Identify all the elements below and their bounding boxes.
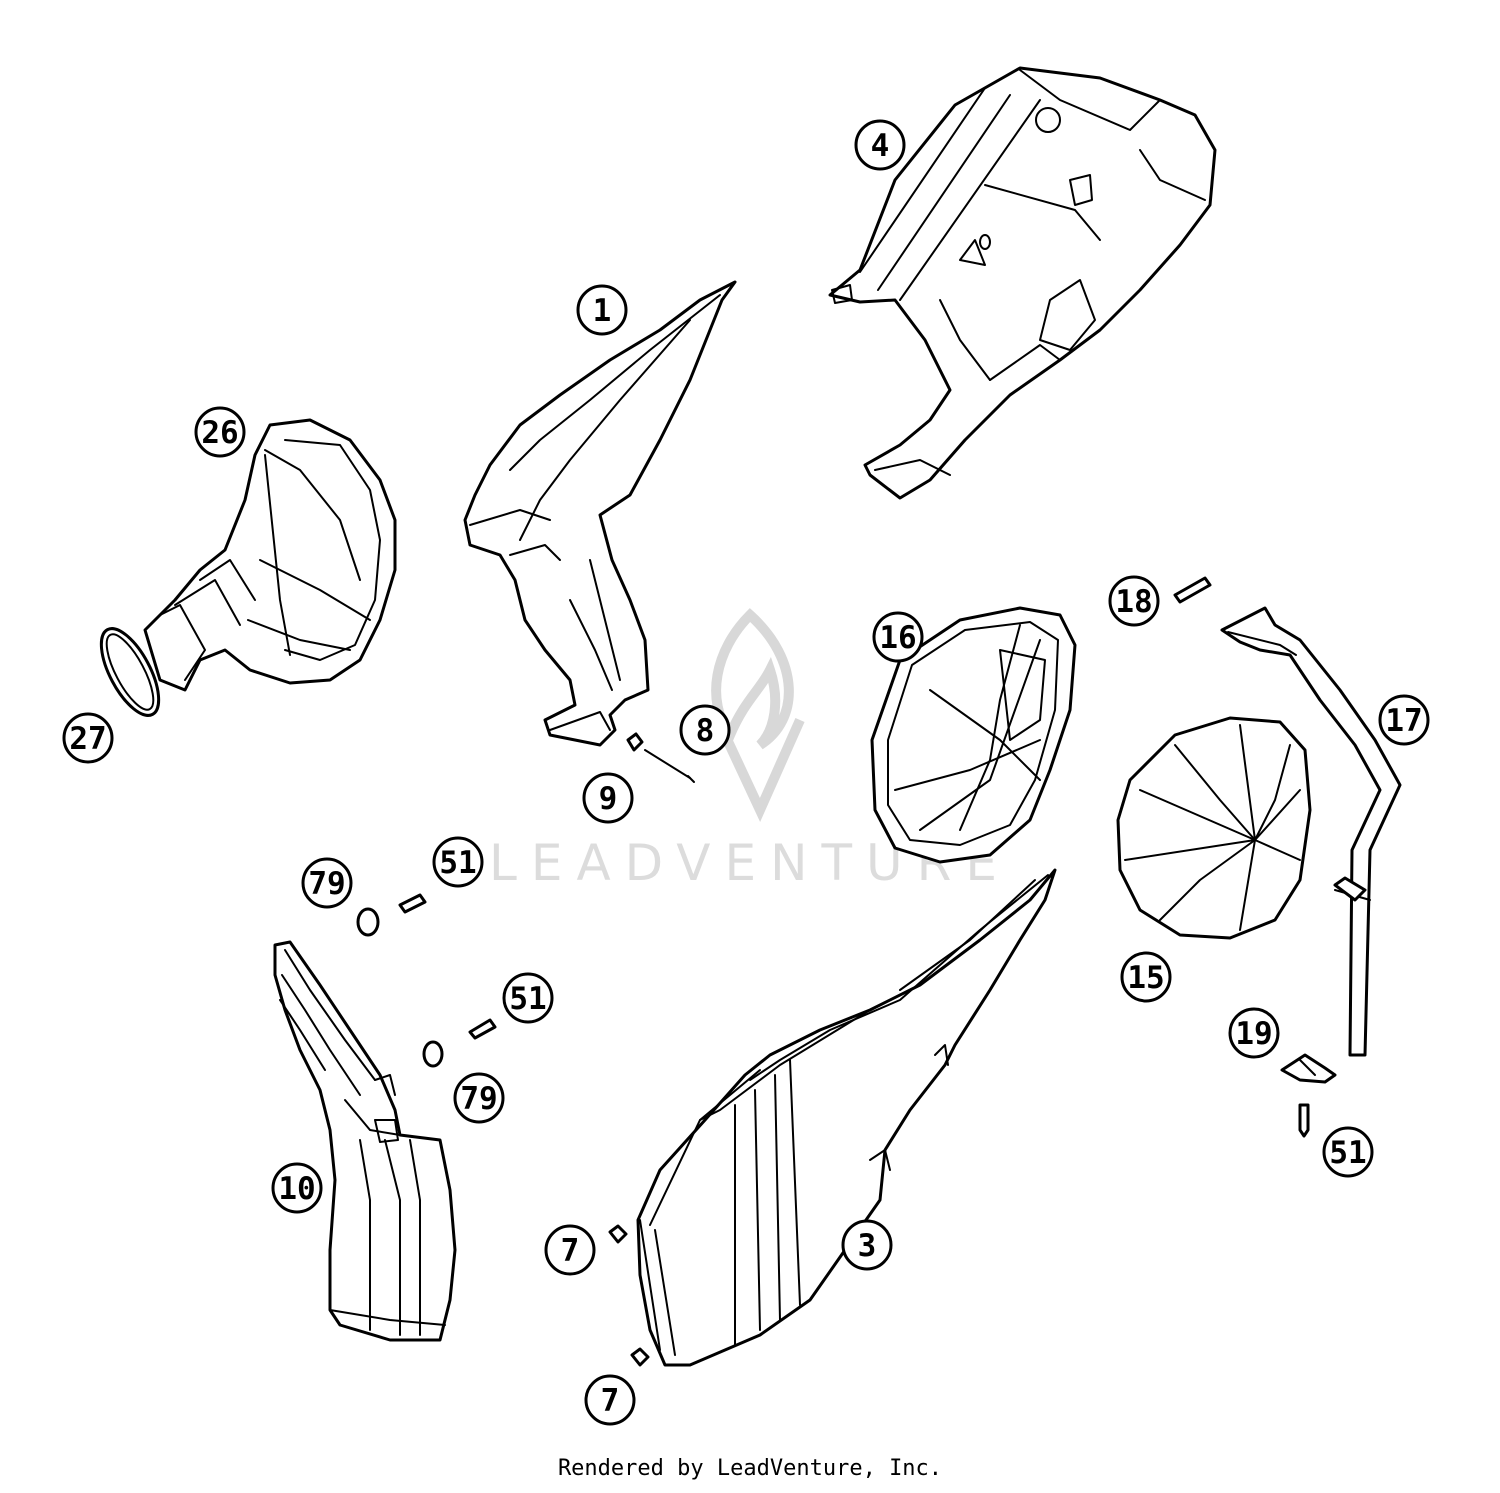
callout-label: 4	[871, 128, 890, 164]
callout-circle	[271, 1162, 323, 1214]
callout-circle	[1120, 951, 1172, 1003]
callout-c27: 27	[62, 712, 114, 764]
callout-c51a: 51	[432, 836, 484, 888]
callout-circle	[194, 406, 246, 458]
part-1-side-panel	[463, 280, 737, 747]
callout-c8: 8	[679, 704, 731, 756]
callout-c10: 10	[271, 1162, 323, 1214]
callout-label: 10	[278, 1171, 315, 1207]
callout-c1: 1	[576, 284, 628, 336]
callout-c7b: 7	[584, 1374, 636, 1426]
callout-label: 17	[1385, 703, 1422, 739]
callout-circle	[301, 857, 353, 909]
part-8-bolt	[644, 749, 695, 783]
callout-c26: 26	[194, 406, 246, 458]
callout-circle	[62, 712, 114, 764]
callout-c3: 3	[841, 1219, 893, 1271]
callout-c18: 18	[1108, 575, 1160, 627]
callout-c16: 16	[872, 611, 924, 663]
callout-circle	[1228, 1007, 1280, 1059]
callout-c17: 17	[1378, 694, 1430, 746]
callout-circle	[1108, 575, 1160, 627]
callout-label: 51	[1329, 1135, 1366, 1171]
part-79-washer-lower	[422, 1040, 444, 1068]
part-3-side-cover	[636, 868, 1057, 1367]
callout-c9: 9	[582, 772, 634, 824]
callout-label: 27	[69, 721, 106, 757]
callout-label: 7	[561, 1233, 580, 1269]
callout-c19: 19	[1228, 1007, 1280, 1059]
callout-label: 79	[308, 866, 345, 902]
part-10-radiator-shroud	[273, 940, 457, 1342]
callout-circle	[432, 836, 484, 888]
callout-c4: 4	[854, 119, 906, 171]
callout-c51c: 51	[1322, 1126, 1374, 1178]
part-4-shroud	[828, 66, 1217, 500]
callout-circle	[1378, 694, 1430, 746]
part-27-clamp	[99, 627, 161, 717]
callout-circle	[544, 1224, 596, 1276]
callout-circle	[841, 1219, 893, 1271]
callout-circle	[502, 972, 554, 1024]
callout-label: 7	[601, 1383, 620, 1419]
callout-c7a: 7	[544, 1224, 596, 1276]
callout-label: 51	[439, 845, 476, 881]
callout-circle	[679, 704, 731, 756]
part-18-pin	[1173, 576, 1212, 604]
part-17-filter-holder	[1220, 606, 1402, 1057]
footer-credit: Rendered by LeadVenture, Inc.	[557, 1456, 943, 1481]
part-51-bolt-lower-left	[468, 1018, 497, 1040]
part-16-filter-cage	[870, 606, 1077, 864]
part-51-bolt-right	[1298, 1103, 1310, 1138]
callout-circle	[872, 611, 924, 663]
callout-label: 9	[599, 781, 618, 817]
part-51-bolt-upper-left	[398, 893, 427, 914]
callouts: 1 3 4 7 7 8 9 10 15 16 17 18 19 26 27 51 51 51 79 79	[62, 119, 1430, 1426]
callout-label: 26	[201, 415, 238, 451]
callout-circle	[582, 772, 634, 824]
callout-circle	[584, 1374, 636, 1426]
callout-c79a: 79	[301, 857, 353, 909]
callout-label: 19	[1235, 1016, 1272, 1052]
callout-circle	[576, 284, 628, 336]
part-7-nut-lower	[630, 1347, 650, 1367]
callout-label: 1	[593, 293, 612, 329]
part-26-intake-boot	[143, 418, 397, 692]
callout-label: 16	[879, 620, 916, 656]
part-7-nut-upper	[608, 1224, 628, 1244]
callout-label: 15	[1127, 960, 1164, 996]
part-19-bracket	[1280, 1053, 1337, 1084]
part-9-nut	[626, 732, 644, 752]
callout-c79b: 79	[453, 1072, 505, 1124]
callout-label: 3	[858, 1228, 877, 1264]
callout-label: 8	[696, 713, 715, 749]
callout-circle	[1322, 1126, 1374, 1178]
callout-circle	[453, 1072, 505, 1124]
part-15-air-filter	[1116, 716, 1312, 940]
callout-label: 18	[1115, 584, 1152, 620]
callout-c15: 15	[1120, 951, 1172, 1003]
part-79-washer-upper	[356, 907, 380, 937]
callout-c51b: 51	[502, 972, 554, 1024]
callout-circle	[854, 119, 906, 171]
callout-label: 79	[460, 1081, 497, 1117]
callout-label: 51	[509, 981, 546, 1017]
